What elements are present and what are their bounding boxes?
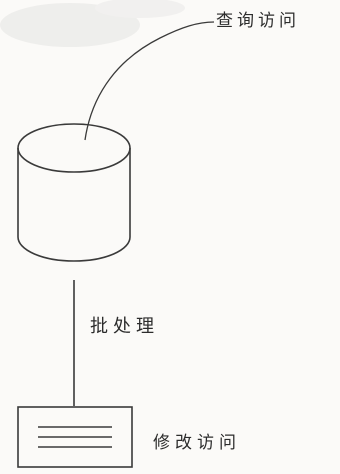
database-cylinder-icon <box>17 123 131 262</box>
background-smudge <box>0 0 185 47</box>
document-lines-icon <box>17 406 133 468</box>
update-access-label: 修改访问 <box>153 433 241 453</box>
query-access-label: 查询访问 <box>216 11 300 31</box>
batch-processing-label: 批处理 <box>90 316 159 337</box>
query-access-connector <box>84 21 215 141</box>
